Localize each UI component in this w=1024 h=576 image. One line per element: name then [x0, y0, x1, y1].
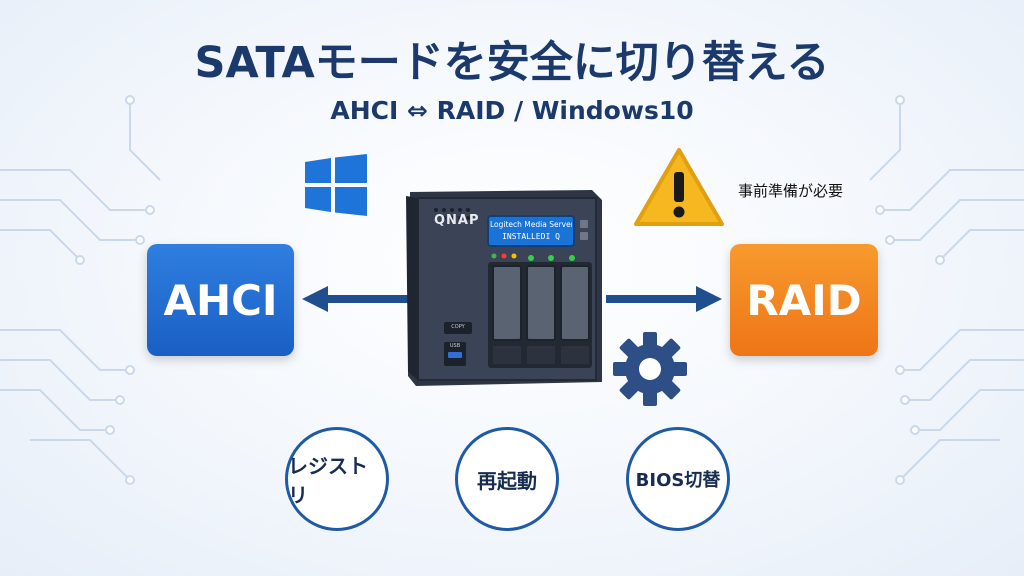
warning-triangle-icon	[634, 148, 724, 226]
step-registry: レジストリ	[285, 427, 389, 531]
gear-icon	[613, 332, 687, 406]
step-bios-switch: BIOS切替	[626, 427, 730, 531]
nas-usb-label: USB	[449, 343, 461, 349]
ahci-mode-box: AHCI	[147, 244, 294, 356]
page-title: SATAモードを安全に切り替える	[194, 38, 830, 88]
nas-lcd-line2: INSTALLEDI Q	[502, 232, 560, 241]
raid-mode-box: RAID	[730, 244, 878, 356]
right-arrow-icon	[606, 286, 722, 312]
left-arrow-icon	[302, 286, 412, 312]
nas-copy-label: COPY	[451, 324, 465, 330]
windows-logo-icon	[305, 154, 367, 216]
page-subtitle: AHCI ⇔ RAID / Windows10	[330, 96, 694, 125]
nas-brand: QNAP	[434, 213, 480, 228]
nas-lcd-line1: Logitech Media Server	[490, 220, 572, 229]
step-reboot: 再起動	[455, 427, 559, 531]
warning-text: 事前準備が必要	[738, 182, 844, 200]
nas-device: QNAP Logitech Media Server INSTALLEDI Q …	[396, 186, 608, 390]
